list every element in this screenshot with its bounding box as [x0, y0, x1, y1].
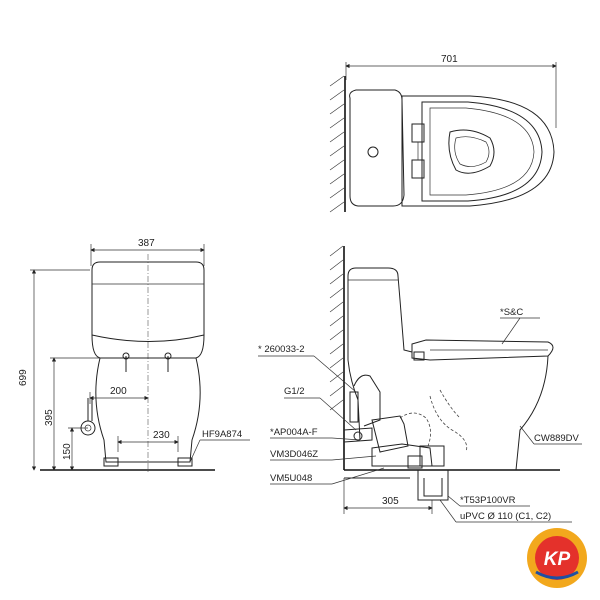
side-drain — [371, 443, 433, 467]
label-cw889dv: CW889DV — [534, 433, 580, 444]
top-wall-hatch — [329, 75, 345, 213]
dim-701: 701 — [441, 54, 458, 65]
side-bowl-front — [515, 355, 549, 471]
dim-200: 200 — [110, 386, 127, 397]
kp-logo: KP — [527, 528, 587, 588]
label-hf9a874: HF9A874 — [202, 429, 242, 440]
label-260033: * 260033-2 — [258, 344, 304, 355]
front-body — [95, 357, 201, 463]
dim-699: 699 — [18, 369, 29, 386]
side-tank — [347, 267, 413, 353]
dim-305: 305 — [382, 496, 399, 507]
label-sc: *S&C — [500, 307, 523, 318]
side-hinge — [413, 351, 425, 361]
label-vm3d046z: VM3D046Z — [270, 449, 318, 460]
dim-387: 387 — [138, 238, 155, 249]
dim-230: 230 — [153, 430, 170, 441]
front-seat — [91, 334, 205, 359]
side-seat — [411, 339, 554, 361]
top-view: 701 — [329, 54, 557, 213]
dim-395: 395 — [44, 409, 55, 426]
floor-flange — [417, 470, 449, 501]
dim-150: 150 — [62, 443, 73, 460]
label-t53p100vr: *T53P100VR — [460, 495, 516, 506]
flush-button — [367, 146, 379, 158]
side-wall-hatch — [329, 245, 344, 411]
logo-text: KP — [544, 549, 571, 570]
label-vm5u048: VM5U048 — [270, 473, 312, 484]
bowl-opening — [448, 129, 495, 174]
side-view: 305 *S&C * 260033-2 G1/2 *AP004A-F VM3D0… — [258, 245, 582, 523]
front-tank — [91, 261, 205, 342]
top-seat — [421, 101, 543, 202]
top-tank — [349, 89, 405, 207]
label-g12: G1/2 — [284, 386, 305, 397]
label-upvc: uPVC Ø 110 (C1, C2) — [460, 511, 551, 522]
label-ap004: *AP004A-F — [270, 427, 318, 438]
front-view: 387 699 395 150 — [18, 238, 250, 472]
top-bowl-outer — [401, 95, 555, 207]
